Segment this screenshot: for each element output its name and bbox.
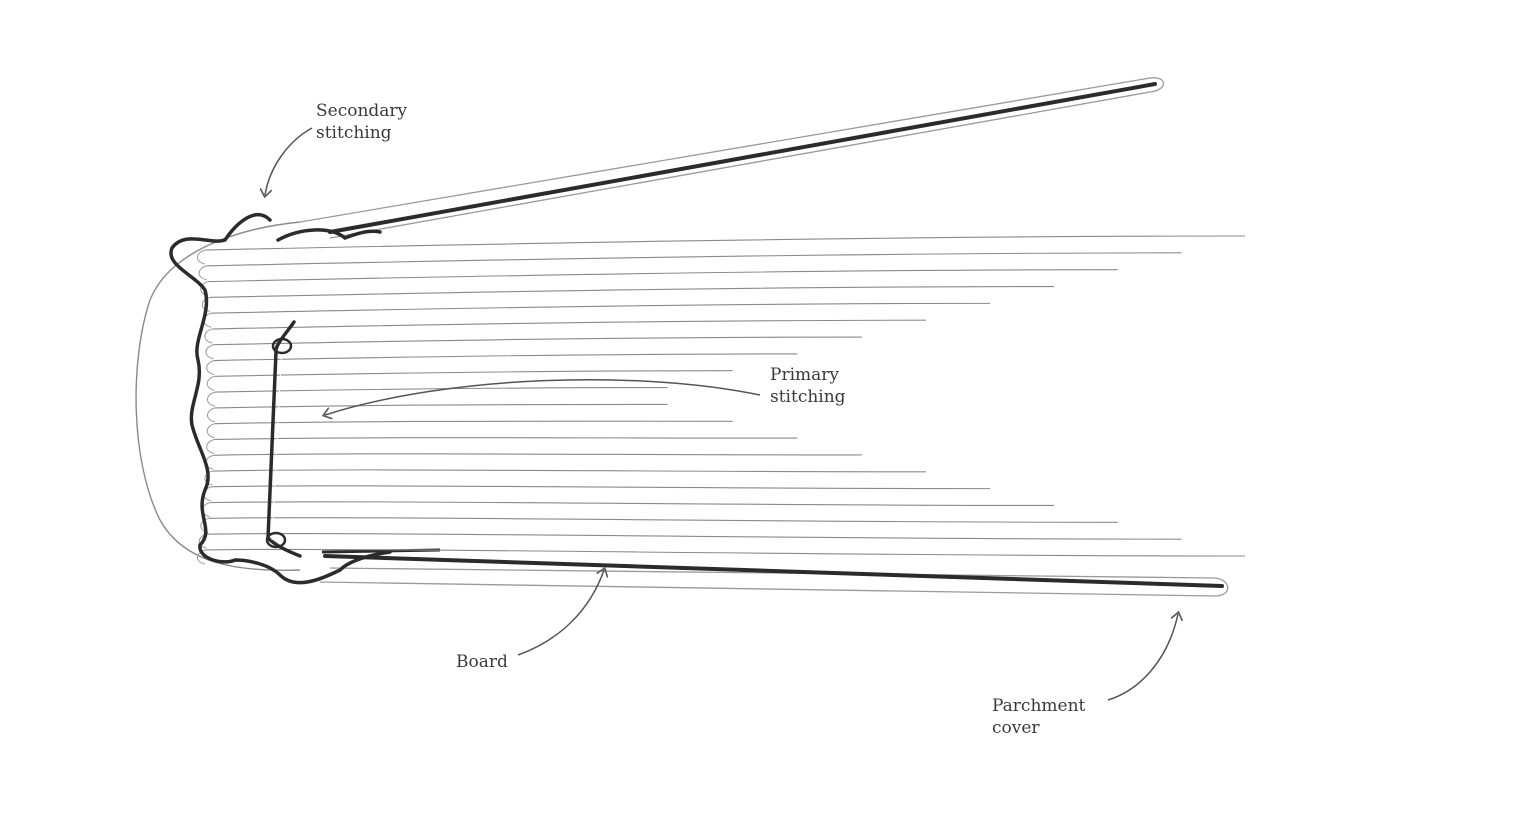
primary-stitch-knot-top: [271, 337, 293, 355]
page-line: [204, 235, 1246, 251]
page-line: [204, 548, 1246, 557]
primary-stitching-thread: [266, 320, 302, 558]
page-line: [214, 437, 798, 441]
page-line: [214, 353, 798, 362]
page-fold: [197, 249, 206, 265]
label-board: Board: [456, 652, 508, 672]
page-line: [214, 403, 668, 409]
lower-cover-outline: [319, 567, 1229, 597]
lower-board: [323, 554, 1224, 588]
page-line: [209, 501, 1054, 507]
primary-stitching-arrow: [325, 378, 761, 415]
page-line: [212, 319, 927, 330]
page-fold: [206, 407, 216, 423]
page-fold: [204, 470, 213, 486]
page-fold: [206, 438, 215, 454]
page-line: [206, 532, 1182, 540]
page-line: [214, 420, 733, 425]
upper-cover-outline: [299, 77, 1165, 239]
upper-board: [328, 82, 1157, 234]
page-line: [214, 370, 733, 377]
text-block-pages: [197, 235, 1246, 565]
page-line: [208, 517, 1118, 523]
page-line: [213, 453, 862, 456]
label-primary-stitching: Primary stitching: [770, 365, 846, 407]
secondary-stitching-thread: [169, 213, 392, 585]
parchment-cover-arrow: [1107, 614, 1178, 701]
page-fold: [205, 344, 214, 360]
page-line: [209, 285, 1054, 298]
page-fold: [206, 423, 215, 439]
page-fold: [204, 328, 213, 344]
primary-stitching-thread-inner: [271, 344, 283, 541]
page-line: [211, 302, 991, 314]
page-fold: [198, 265, 207, 281]
page-fold: [206, 375, 215, 391]
page-line: [211, 485, 991, 490]
primary-stitch-knot-bottom: [265, 531, 287, 549]
page-fold: [206, 360, 215, 376]
secondary-stitching-arrow: [265, 127, 313, 195]
label-secondary-stitching: Secondary stitching: [316, 101, 408, 143]
page-line: [213, 336, 862, 346]
board-arrow: [517, 570, 604, 656]
label-parchment-cover: Parchment cover: [992, 696, 1086, 738]
page-line: [212, 469, 927, 473]
page-fold: [206, 391, 216, 407]
page-line: [208, 269, 1118, 283]
page-fold: [197, 549, 206, 565]
page-line: [206, 252, 1182, 267]
